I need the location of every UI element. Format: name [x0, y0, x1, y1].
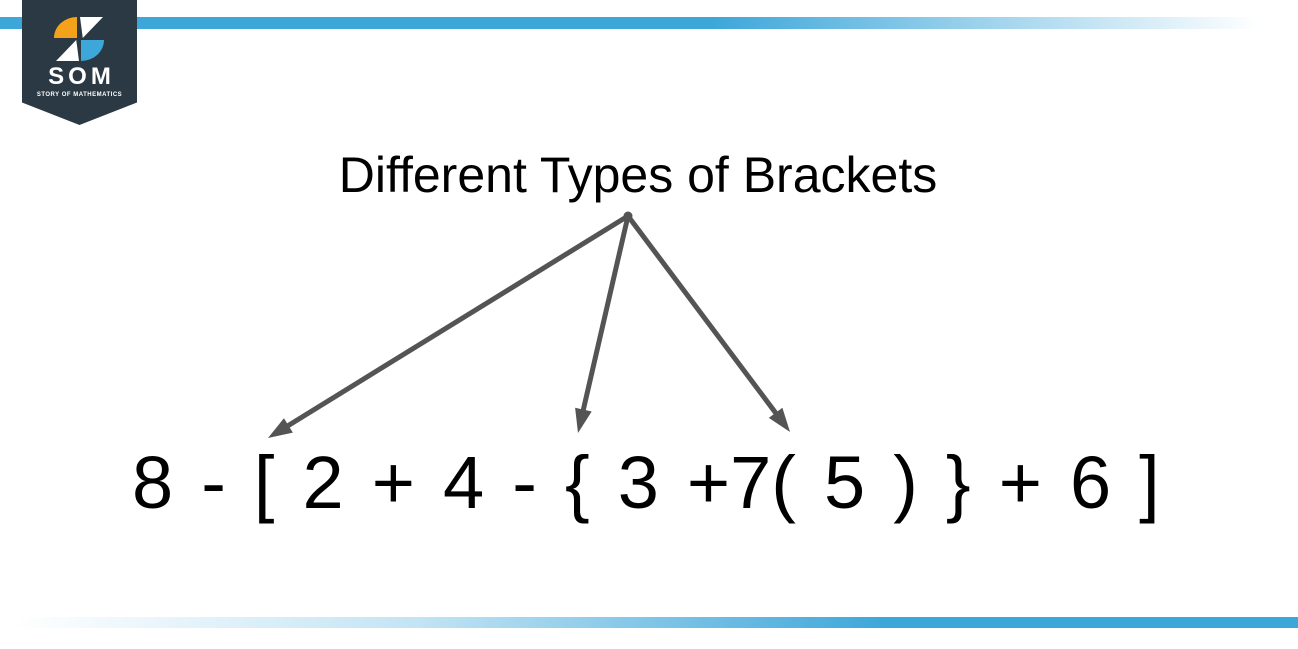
- logo-white-bottom-triangle-icon: [56, 40, 79, 61]
- logo-orange-quadrant-icon: [54, 17, 77, 38]
- logo-blue-quadrant-icon: [81, 40, 104, 61]
- brand-tagline: STORY OF MATHEMATICS: [36, 92, 123, 98]
- brand-name: SOM: [48, 63, 115, 90]
- arrow-origin-dot: [623, 211, 633, 221]
- arrow-to-parenthesis: [626, 214, 790, 432]
- logo-white-top-triangle-icon: [80, 17, 103, 38]
- som-logo-icon: [54, 17, 104, 62]
- top-accent-bar: [0, 17, 1298, 29]
- math-expression: 8 - [ 2 + 4 - { 3 +7( 5 ) } + 6 ]: [132, 441, 1160, 524]
- arrow-to-square-bracket: [268, 213, 630, 438]
- diagram-title: Different Types of Brackets: [338, 147, 938, 203]
- som-logo-badge: SOM STORY OF MATHEMATICS: [22, 0, 137, 125]
- bottom-accent-bar: [0, 617, 1298, 628]
- arrow-to-curly-bracket: [575, 215, 631, 433]
